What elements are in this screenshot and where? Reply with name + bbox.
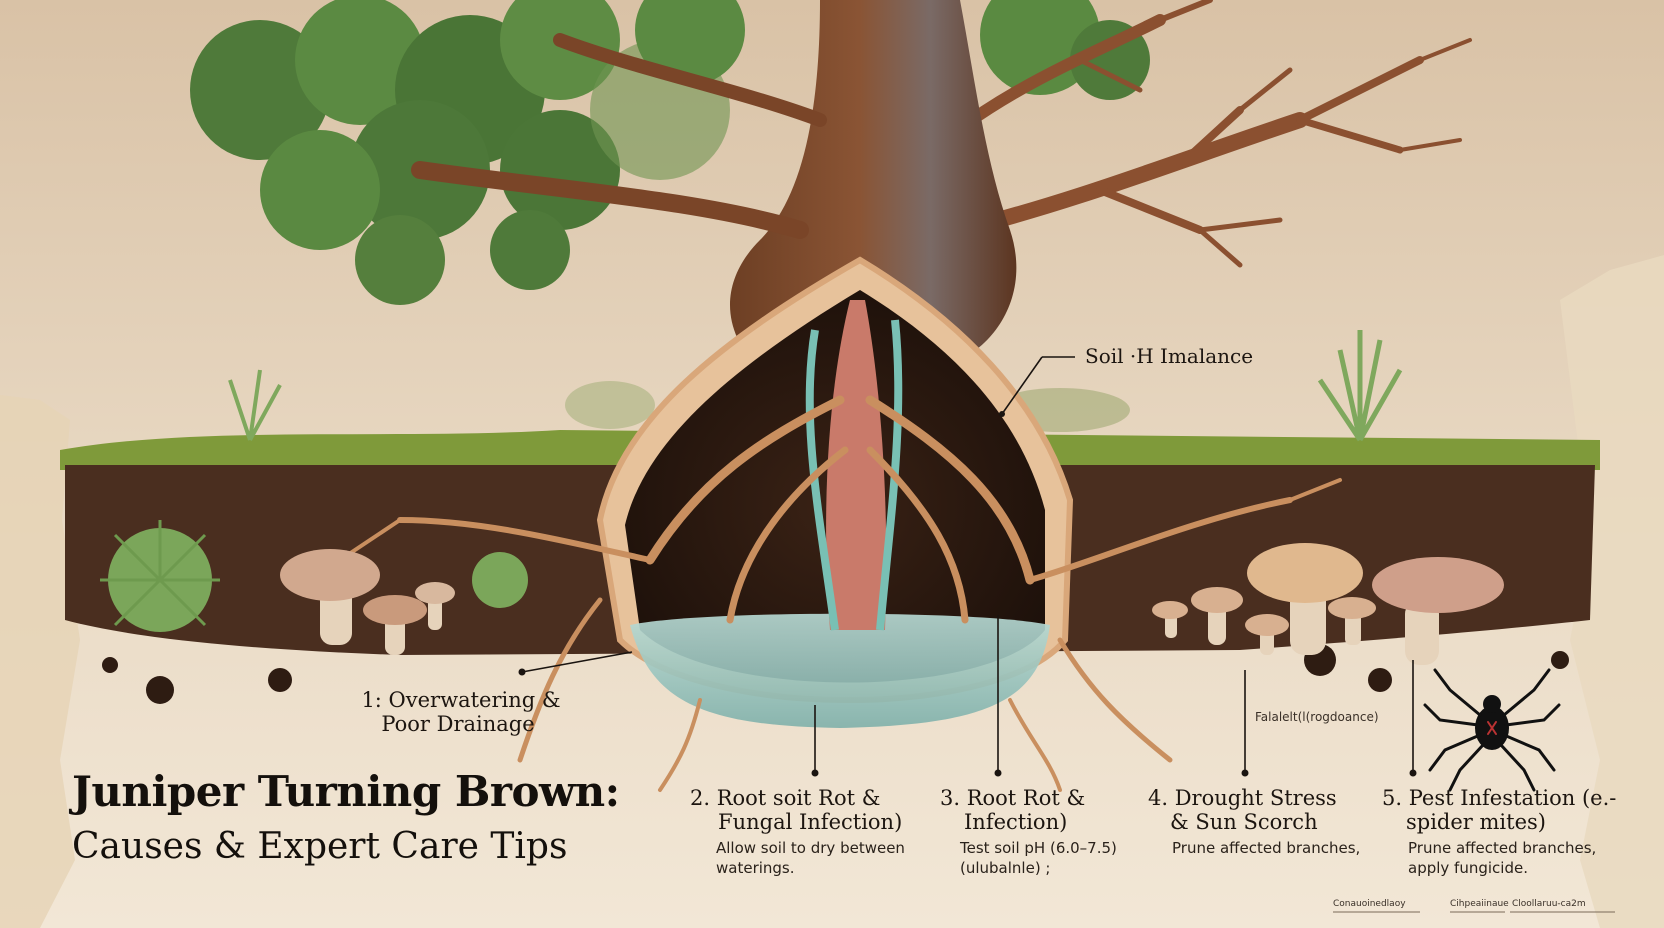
step1-label: 1: Overwatering & Poor Drainage <box>356 688 566 736</box>
step4-tip-line1: Prune affected branches, <box>1172 839 1361 857</box>
step3-tip-line2: (ulubalnle) ; <box>960 858 1051 877</box>
step2-tip-line2: waterings. <box>716 858 795 877</box>
torn-paper-right <box>1560 255 1664 928</box>
step3-tip-line1: Test soil pH (6.0–7.5) <box>960 839 1117 857</box>
page-subtitle: Causes & Expert Care Tips <box>72 826 568 867</box>
callout-leaders <box>518 356 1417 777</box>
left-branch <box>411 161 809 239</box>
page-title: Juniper Turning Brown: <box>72 767 620 816</box>
vascular-column <box>826 300 887 630</box>
step3-label: 3. Root Rot & Infection) <box>940 786 1085 834</box>
step1-line1: 1: Overwatering & <box>361 688 561 712</box>
step2-tip-line1: Allow soil to dry between <box>716 839 905 857</box>
mushrooms-right <box>1152 543 1504 665</box>
tree-trunk <box>730 0 1017 370</box>
background-shrub <box>565 381 655 429</box>
step1-line2: Poor Drainage <box>381 712 535 737</box>
left-branch <box>553 33 827 127</box>
roots <box>338 395 1342 792</box>
water-pool <box>630 613 1050 728</box>
mushrooms-left <box>280 549 455 655</box>
step3-line2: Infection) <box>964 810 1068 835</box>
step4-tip: Prune affected branches, <box>1172 839 1360 859</box>
step5-tip-line2: apply fungicide. <box>1408 858 1528 877</box>
step4-label: 4. Drought Stress & Sun Scorch <box>1148 786 1337 834</box>
footer-fine-2: Cihpeaiinaue <box>1450 899 1509 909</box>
step5-label: 5. Pest Infestation (e.- spider mites) <box>1382 786 1616 834</box>
footer-fine-1: Conauoinedlaoy <box>1333 899 1406 909</box>
grass-tuft-right <box>1317 330 1403 442</box>
step4-line2: & Sun Scorch <box>1170 810 1318 835</box>
footer-fine-3: Cloollaruu-ca2m <box>1512 899 1586 909</box>
juniper-tuft-small <box>472 552 528 608</box>
step3-tip: Test soil pH (6.0–7.5) (ulubalnle) ; <box>960 839 1117 878</box>
step5-line1: 5. Pest Infestation (e.- <box>1382 786 1617 810</box>
step5-tip: Prune affected branches, apply fungicide… <box>1408 839 1596 878</box>
step2-tip: Allow soil to dry between waterings. <box>716 839 905 878</box>
step2-label: 2. Root soit Rot & Fungal Infection) <box>690 786 902 834</box>
step4-line1: 4. Drought Stress <box>1148 786 1337 810</box>
grass-tuft-left <box>228 369 282 441</box>
step2-line2: Fungal Infection) <box>718 810 903 835</box>
step2-line1: 2. Root soit Rot & <box>690 786 881 810</box>
torn-paper-left <box>0 395 80 928</box>
step5-tip-line1: Prune affected branches, <box>1408 839 1597 857</box>
step3-line1: 3. Root Rot & <box>940 786 1086 810</box>
spider-icon <box>1423 668 1561 792</box>
step5-line2: spider mites) <box>1406 810 1546 835</box>
juniper-tuft-left <box>100 520 220 632</box>
callout-soil-ph: Soil ·H Imalance <box>1085 344 1254 368</box>
small-note: Falalelt(l(rogdoance) <box>1255 710 1379 724</box>
